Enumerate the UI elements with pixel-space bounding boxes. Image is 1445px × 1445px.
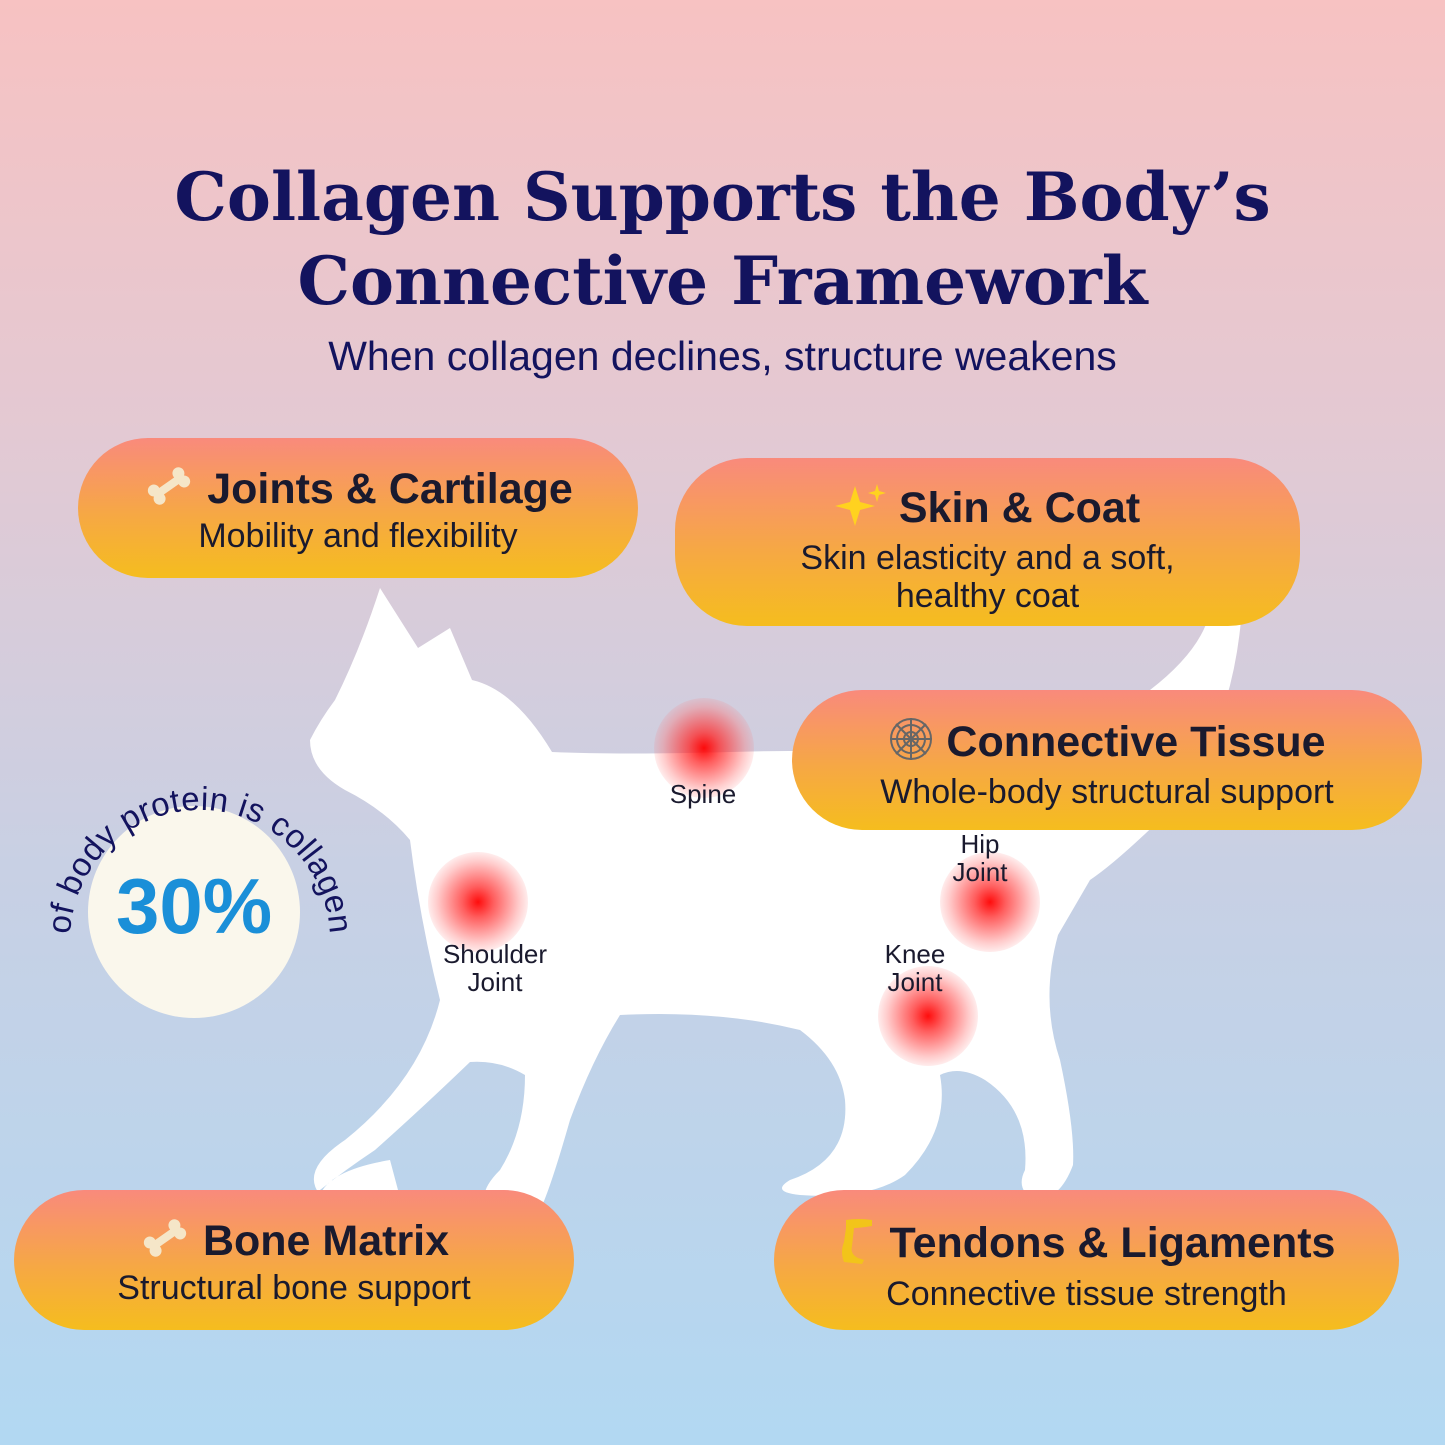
knee-label-line1: Knee bbox=[884, 939, 946, 969]
card-bone-title: Bone Matrix bbox=[202, 1217, 450, 1265]
card-skin-coat: Skin & Coat Skin elasticity and a soft, … bbox=[675, 458, 1300, 626]
shoulder-label-line1: Shoulder bbox=[442, 939, 548, 969]
shoulder-hotspot bbox=[428, 852, 528, 952]
card-joints-title: Joints & Cartilage bbox=[207, 465, 573, 513]
card-connective-tissue: Connective Tissue Whole-body structural … bbox=[792, 690, 1422, 830]
hip-label-line1: Hip bbox=[960, 829, 1000, 859]
stat-badge bbox=[88, 806, 300, 1018]
shoulder-label: Shoulder Joint bbox=[420, 940, 570, 996]
card-tendons-ligaments: Tendons & Ligaments Connective tissue st… bbox=[774, 1190, 1399, 1330]
card-skin-title: Skin & Coat bbox=[898, 483, 1141, 532]
stat-caption: of body protein is collagen bbox=[40, 780, 360, 935]
card-bone-desc: Structural bone support bbox=[117, 1269, 471, 1308]
sparkles-icon bbox=[834, 482, 887, 539]
stat-value: 30% bbox=[115, 862, 273, 950]
hip-hotspot bbox=[940, 852, 1040, 952]
page-title-line2: Connective Framework bbox=[297, 242, 1148, 320]
card-connective-desc: Whole-body structural support bbox=[880, 773, 1334, 811]
spine-hotspot bbox=[654, 698, 754, 798]
page-subtitle: When collagen declines, structure weaken… bbox=[328, 333, 1117, 379]
card-skin-desc-line2: healthy coat bbox=[895, 577, 1080, 615]
bone-icon bbox=[143, 466, 195, 517]
knee-hotspot bbox=[878, 966, 978, 1066]
card-tendons-title: Tendons & Ligaments bbox=[889, 1218, 1336, 1267]
card-tendons-desc: Connective tissue strength bbox=[886, 1275, 1287, 1313]
hip-label-line2: Joint bbox=[952, 857, 1008, 887]
card-bone-matrix: Bone Matrix Structural bone support bbox=[14, 1190, 574, 1330]
spine-label: Spine bbox=[669, 779, 737, 809]
card-joints-desc: Mobility and flexibility bbox=[198, 517, 518, 556]
spider-web-icon bbox=[888, 716, 934, 773]
knee-label-line2: Joint bbox=[887, 967, 943, 997]
knee-label: Knee Joint bbox=[855, 940, 975, 996]
card-joints-cartilage: Joints & Cartilage Mobility and flexibil… bbox=[78, 438, 638, 578]
page-title-line1: Collagen Supports the Body’s bbox=[174, 158, 1271, 236]
card-connective-title: Connective Tissue bbox=[946, 717, 1326, 766]
card-skin-desc-line1: Skin elasticity and a soft, bbox=[800, 539, 1175, 577]
shoulder-label-line2: Joint bbox=[467, 967, 523, 997]
hip-label: Hip Joint bbox=[920, 830, 1040, 886]
bone-icon bbox=[139, 1218, 191, 1269]
leg-icon bbox=[838, 1216, 878, 1275]
